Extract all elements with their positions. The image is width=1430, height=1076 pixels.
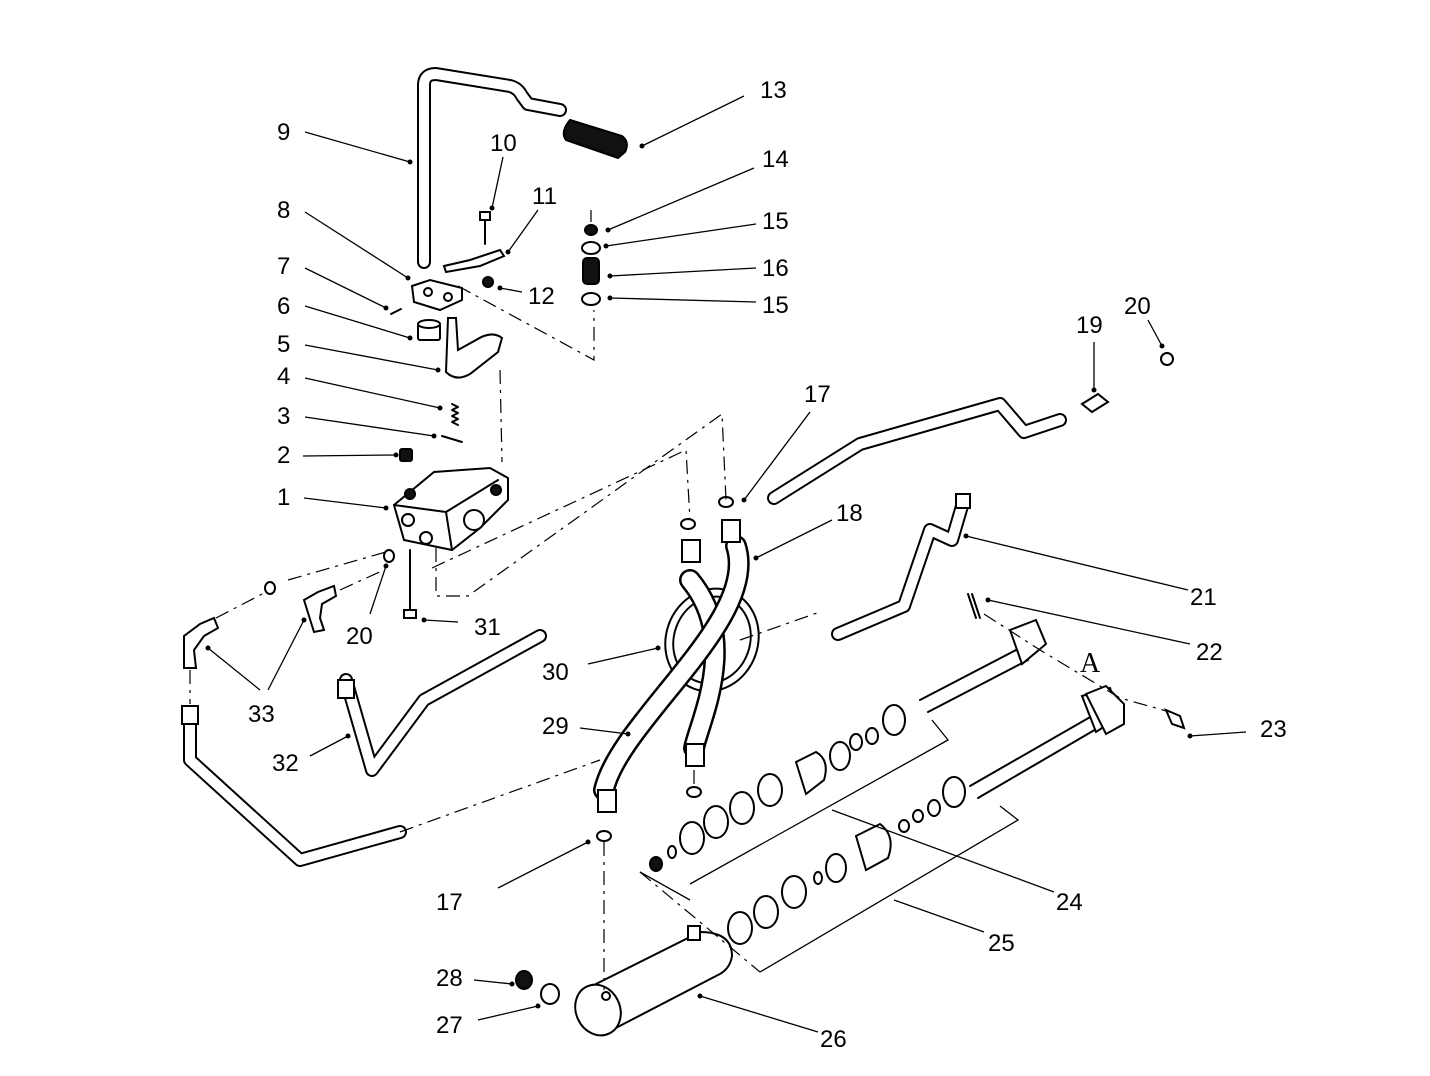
callout-1: 1 [277,484,290,511]
bolt-31-part [403,549,417,619]
pipe-21-part [831,493,971,641]
callout-17b: 17 [436,889,463,916]
leader-lines [205,95,1247,1033]
callout-17a: 17 [804,381,831,408]
callout-16: 16 [762,255,789,282]
callout-31: 31 [474,614,501,641]
callout-27: 27 [436,1012,463,1039]
pin-3-part [441,435,463,443]
clevis-pin-23-part [1164,708,1186,730]
lever-arm-part [444,317,504,379]
pivot-block-part [410,278,463,312]
callout-15b: 15 [762,292,789,319]
lift-handle-part [417,67,567,269]
callout-labels: 1 2 3 4 5 6 7 8 9 10 11 12 13 14 15 16 1… [248,77,1287,1053]
cotter-pin-22-part [967,593,981,619]
bracket-11-part [442,248,506,274]
callout-8: 8 [277,197,290,224]
adapter-fitting-19-part [1080,392,1110,414]
callout-18: 18 [836,500,863,527]
callout-20a: 20 [1124,293,1151,320]
callout-11: 11 [532,183,557,210]
callout-22: 22 [1196,639,1223,666]
clevis-bracket-part [1084,684,1125,736]
seal-kit-part [649,704,966,945]
callout-28: 28 [436,965,463,992]
assembly-lines [189,210,1171,990]
callout-12: 12 [528,283,555,310]
callout-14: 14 [762,146,789,173]
detail-marker: A [1080,648,1101,679]
callout-24: 24 [1056,889,1083,916]
callout-5: 5 [277,331,290,358]
callout-10: 10 [490,130,517,157]
callout-23: 23 [1260,716,1287,743]
callout-7: 7 [277,253,290,280]
callout-3: 3 [277,403,290,430]
piston-rod-24-part [919,618,1048,713]
elbow-fitting-part [183,584,338,669]
plug-2-part [399,448,413,462]
hydraulic-cylinder-part [574,925,734,1037]
pin-7-part [390,308,402,315]
return-pipe-part [767,397,1067,505]
callout-30: 30 [542,659,569,686]
callout-29: 29 [542,713,569,740]
bolt-10-part [479,211,491,245]
handle-grip-part [562,118,628,160]
callout-9: 9 [277,119,290,146]
callout-13: 13 [760,77,787,104]
pressure-pipe-part [181,629,547,867]
control-valve-part [392,466,509,552]
callout-33: 33 [248,701,275,728]
o-ring-20-part [264,352,1174,595]
callout-19: 19 [1076,312,1103,339]
callout-26: 26 [820,1026,847,1053]
callout-6: 6 [277,293,290,320]
nut-28-part [515,970,533,990]
callout-15a: 15 [762,208,789,235]
bushing-6-part [417,319,441,341]
spring-stack-part [581,224,601,306]
callout-4: 4 [277,363,290,390]
detent-spring-part [451,403,459,426]
washer-27-part [540,983,560,1005]
callout-32: 32 [272,750,299,777]
callout-20b: 20 [346,623,373,650]
kit-brackets [639,719,1020,973]
callout-2: 2 [277,442,290,469]
callout-25: 25 [988,930,1015,957]
hydraulic-hoses-part [593,519,760,813]
nut-12-part [482,276,494,288]
callout-21: 21 [1190,584,1217,611]
